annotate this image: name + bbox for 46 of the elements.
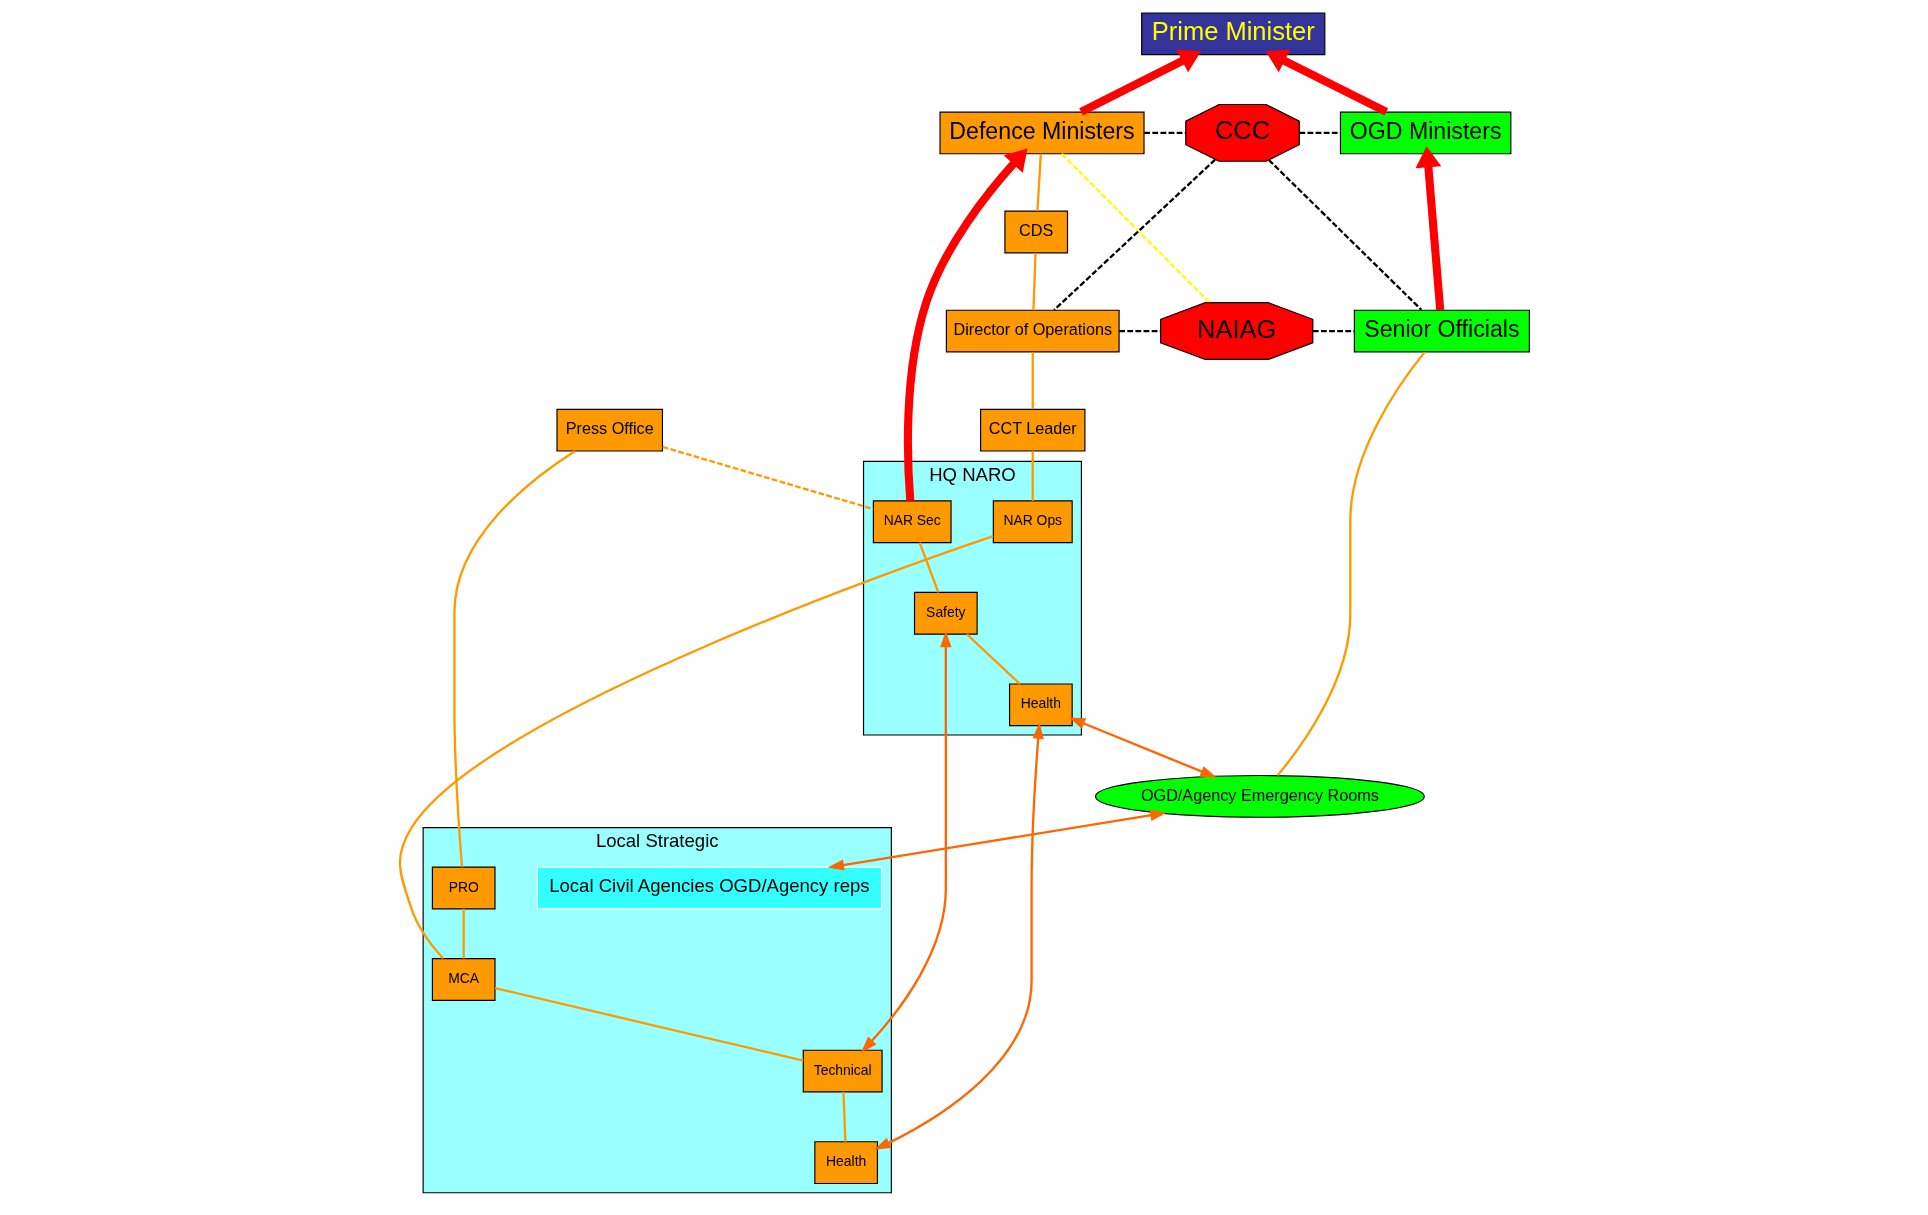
node-box: NAR Ops [992,500,1073,544]
connector [918,542,939,593]
node-box: Health [813,1141,878,1185]
node-box: Local Civil Agencies OGD/Agency reps [536,866,882,910]
node-box: Safety [913,591,978,635]
connector [965,633,1021,685]
node-box: OGD Ministers [1339,111,1511,155]
node-box: Prime Minister [1140,12,1325,56]
arrow [1078,49,1201,116]
connector [452,450,575,867]
arrow [1415,146,1444,311]
connector [1060,153,1210,304]
arrow [1068,717,1217,778]
arrow [903,148,1027,501]
connector [1118,329,1160,333]
connector [1143,131,1186,135]
node-box: Health [1008,683,1073,727]
node-box: CDS [1003,210,1068,254]
node-box: NAR Sec [872,500,952,544]
node-box: Press Office [555,408,663,452]
connector [1298,131,1340,135]
connector [841,1092,847,1142]
node-box: CCT Leader [979,408,1085,452]
connector [494,986,803,1062]
node-box: MCA [431,958,496,1001]
node-box: PRO [431,866,496,910]
connector [1031,352,1034,409]
node-box: Senior Officials [1353,309,1530,353]
connector [1031,253,1037,310]
connector [1052,158,1216,311]
connector [1312,329,1354,333]
connector [462,908,465,959]
connector [398,535,993,960]
arrow [860,631,951,1053]
node-box: Defence Ministers [938,111,1145,155]
node-ellipse: OGD/Agency Emergency Rooms [1094,774,1425,818]
arrow [827,809,1167,871]
connector [1031,451,1034,501]
connector [1267,159,1422,311]
node-box: Director of Operations [945,309,1120,353]
connector [661,445,874,511]
connector [1276,351,1426,776]
connector [1035,154,1042,211]
arrow [873,722,1044,1150]
node-box: Technical [802,1049,883,1093]
arrow [1265,49,1388,116]
